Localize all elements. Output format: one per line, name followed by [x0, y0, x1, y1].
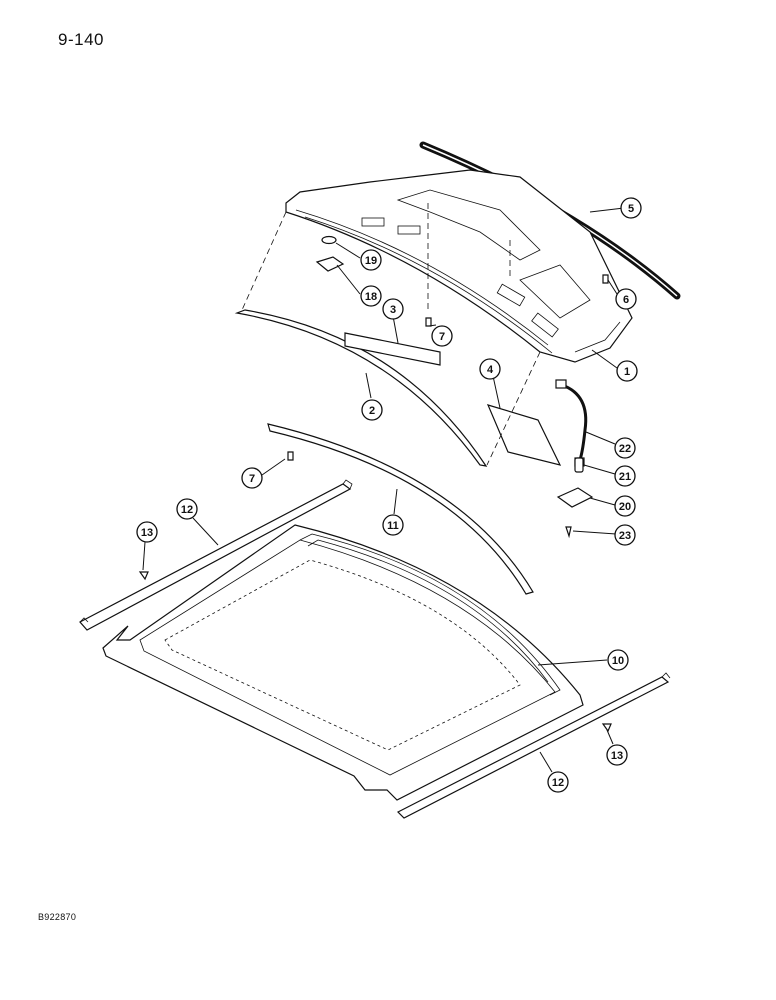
callout-4: 4: [479, 358, 501, 380]
lamp-base-20: [556, 487, 594, 508]
svg-text:19: 19: [365, 255, 377, 267]
svg-text:5: 5: [628, 203, 634, 215]
callout-20: 20: [614, 495, 636, 517]
headliner-frame: [285, 169, 633, 363]
callout-10: 10: [607, 649, 629, 671]
svg-text:10: 10: [612, 655, 624, 667]
svg-text:12: 12: [552, 777, 564, 789]
headliner-panel: [102, 524, 584, 801]
arched-trim-bar: [267, 423, 534, 595]
svg-text:2: 2: [369, 405, 375, 417]
svg-text:1: 1: [624, 366, 630, 378]
screw-6: [602, 274, 609, 284]
callout-22: 22: [614, 437, 636, 459]
page-number: 9-140: [58, 30, 104, 49]
callout-6: 6: [615, 288, 637, 310]
svg-text:7: 7: [249, 473, 255, 485]
callout-11: 11: [382, 514, 404, 536]
svg-text:18: 18: [365, 291, 377, 303]
screw-7-upper: [425, 317, 432, 327]
trim-strip: [234, 309, 488, 467]
drawing-code: B922870: [38, 912, 77, 922]
callout-7-lower: 7: [241, 467, 263, 489]
lamp-lens: [321, 235, 337, 245]
svg-text:13: 13: [141, 527, 153, 539]
screw-7-lower: [287, 451, 294, 461]
clip-13-left: [138, 571, 149, 581]
callout-13-upper: 13: [136, 521, 158, 543]
svg-text:12: 12: [181, 504, 193, 516]
callout-5: 5: [620, 197, 642, 219]
callout-23: 23: [614, 524, 636, 546]
svg-text:7: 7: [439, 331, 445, 343]
callout-13-lower: 13: [606, 744, 628, 766]
callout-2: 2: [361, 399, 383, 421]
svg-text:6: 6: [623, 294, 629, 306]
side-rail-right: [396, 676, 670, 819]
svg-text:3: 3: [390, 304, 396, 316]
callout-18: 18: [360, 285, 382, 307]
pad-3: [344, 332, 441, 366]
svg-text:22: 22: [619, 443, 631, 455]
callout-7-upper: 7: [431, 325, 453, 347]
wire-harness: [561, 383, 588, 461]
callout-3: 3: [382, 298, 404, 320]
svg-text:11: 11: [387, 520, 399, 532]
callout-21: 21: [614, 465, 636, 487]
pad-4: [486, 404, 562, 466]
svg-text:23: 23: [619, 530, 631, 542]
callout-19: 19: [360, 249, 382, 271]
callout-12-lower: 12: [547, 771, 569, 793]
svg-text:20: 20: [619, 501, 631, 513]
clip-13-right: [601, 723, 612, 733]
svg-text:13: 13: [611, 750, 623, 762]
svg-text:4: 4: [487, 364, 494, 376]
screw-23: [565, 526, 572, 539]
lamp-housing: [315, 256, 345, 272]
svg-text:21: 21: [619, 471, 631, 483]
callout-1: 1: [616, 360, 638, 382]
callout-12-upper: 12: [176, 498, 198, 520]
plug-21: [574, 457, 584, 473]
